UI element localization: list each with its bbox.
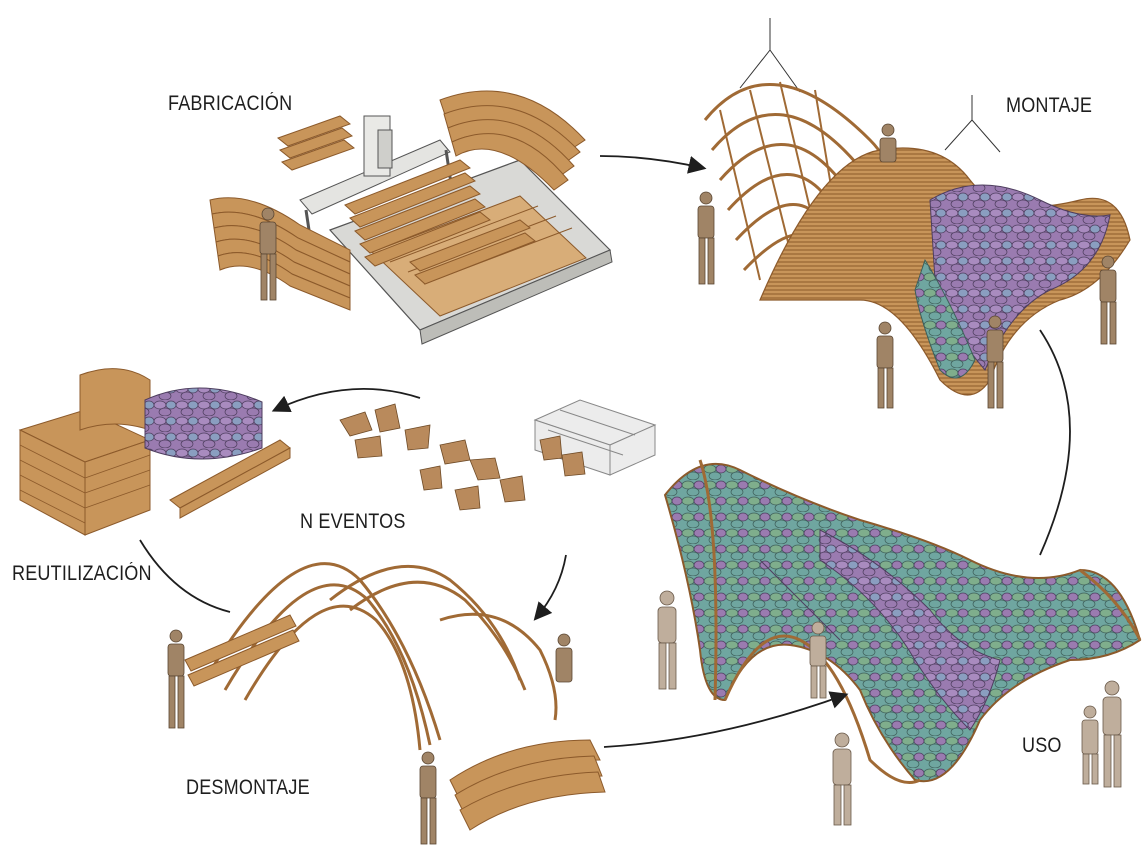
stage-label-assembly: MONTAJE (1006, 94, 1092, 118)
stage-label-fabrication: FABRICACIÓN (168, 92, 292, 116)
arrow-events-to-disassembly (536, 555, 566, 618)
reuse-illustration (20, 369, 290, 535)
arrow-fabrication-to-assembly (600, 156, 703, 168)
events-illustration (340, 400, 655, 510)
disassembly-illustration (168, 564, 605, 844)
arrow-assembly-to-use (1040, 330, 1070, 555)
arrow-use-to-disassembly (604, 695, 845, 747)
worker-figure (260, 208, 276, 300)
stage-label-use: USO (1022, 734, 1062, 758)
arrow-events-to-reuse (275, 389, 420, 410)
arrow-disassembly-to-reuse (140, 540, 230, 612)
stage-label-disassembly: DESMONTAJE (186, 776, 310, 800)
stage-label-events: N EVENTOS (300, 510, 406, 534)
stage-label-reuse: REUTILIZACIÓN (12, 562, 152, 586)
assembly-illustration (698, 18, 1130, 408)
use-illustration (658, 460, 1140, 825)
fabrication-illustration (210, 91, 612, 344)
